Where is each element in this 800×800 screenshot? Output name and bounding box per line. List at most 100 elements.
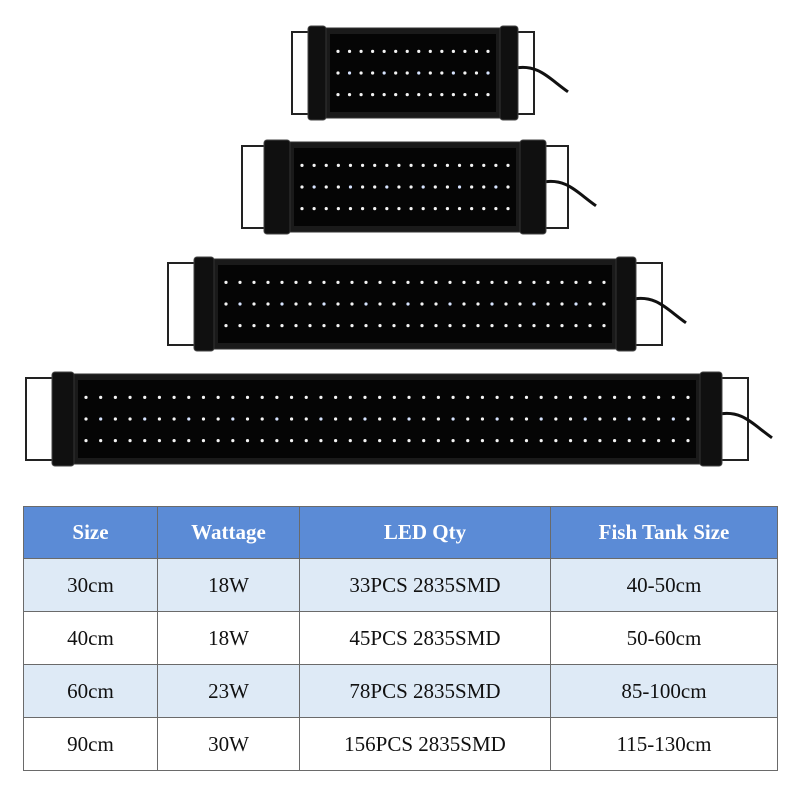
- header-wattage: Wattage: [157, 506, 300, 559]
- led-dot: [360, 207, 365, 211]
- led-dot: [495, 417, 499, 421]
- led-dot: [304, 439, 308, 443]
- led-dot: [407, 395, 411, 399]
- led-dot: [470, 163, 474, 167]
- led-dot: [539, 439, 543, 443]
- led-dot: [99, 439, 103, 443]
- led-dot: [260, 417, 264, 421]
- led-dot: [568, 395, 573, 399]
- led-dot: [407, 439, 411, 443]
- led-dot: [371, 93, 375, 97]
- led-dot: [201, 417, 206, 421]
- led-dot: [495, 395, 499, 399]
- led-dot: [451, 49, 455, 53]
- led-dot: [421, 185, 425, 189]
- led-dot: [494, 185, 498, 189]
- led-dot: [433, 163, 437, 167]
- table-row: 60cm 23W 78PCS 2835SMD 85-100cm: [23, 664, 778, 718]
- cell-tank-size: 40-50cm: [550, 558, 778, 612]
- led-dot: [518, 302, 522, 306]
- cell-wattage: 18W: [157, 558, 300, 612]
- led-dot: [539, 417, 543, 421]
- led-dot: [476, 302, 480, 306]
- led-dot: [546, 302, 550, 306]
- led-dot: [642, 395, 646, 399]
- led-dot: [421, 163, 425, 167]
- led-dot: [480, 417, 485, 421]
- led-dot: [598, 439, 602, 443]
- led-dot: [476, 324, 480, 328]
- led-dot: [470, 207, 474, 211]
- light-bar-40cm: [241, 139, 597, 235]
- led-dot: [231, 417, 235, 421]
- led-dot: [568, 417, 573, 421]
- table-row: 30cm 18W 33PCS 2835SMD 40-50cm: [23, 558, 778, 612]
- led-dot: [612, 439, 617, 443]
- led-dot: [420, 302, 424, 306]
- led-dot: [451, 93, 455, 97]
- cell-led-qty: 156PCS 2835SMD: [299, 717, 551, 771]
- led-dot: [245, 439, 250, 443]
- led-dot: [275, 439, 279, 443]
- led-dot: [524, 417, 529, 421]
- led-dot: [324, 185, 328, 189]
- led-dot: [457, 185, 462, 189]
- led-dot: [417, 93, 421, 97]
- led-dot: [583, 395, 587, 399]
- led-dot: [495, 439, 499, 443]
- led-dot: [392, 280, 396, 284]
- led-dot: [504, 302, 508, 306]
- led-dot: [433, 185, 437, 189]
- led-dot: [448, 324, 452, 328]
- led-dot: [143, 417, 147, 421]
- led-dot: [336, 185, 340, 189]
- led-dot: [84, 395, 88, 399]
- led-dot: [428, 71, 432, 75]
- led-dot: [308, 324, 312, 328]
- led-dot: [397, 163, 401, 167]
- led-dot: [128, 417, 132, 421]
- led-dot: [322, 280, 326, 284]
- led-dot: [518, 280, 522, 284]
- led-dot: [405, 49, 409, 53]
- led-dot: [382, 71, 386, 75]
- led-dot: [378, 280, 382, 284]
- led-dot: [201, 439, 206, 443]
- led-dot: [266, 302, 270, 306]
- led-dot: [612, 395, 617, 399]
- led-dot: [448, 302, 452, 306]
- led-dot: [364, 302, 368, 306]
- led-dot: [627, 417, 631, 421]
- led-dot: [494, 163, 498, 167]
- led-dot: [463, 71, 467, 75]
- led-dot: [436, 439, 440, 443]
- led-dot: [482, 163, 486, 167]
- cell-wattage: 18W: [157, 611, 300, 665]
- led-dot: [143, 395, 147, 399]
- led-dot: [378, 302, 382, 306]
- led-dot: [474, 71, 479, 75]
- led-dot: [308, 280, 312, 284]
- led-dot: [409, 163, 413, 167]
- led-dot: [588, 302, 592, 306]
- led-dot: [99, 395, 103, 399]
- led-dot: [407, 417, 411, 421]
- led-dot: [405, 71, 409, 75]
- led-dot: [348, 207, 353, 211]
- led-dot: [466, 439, 470, 443]
- led-dot: [336, 302, 340, 306]
- led-dot: [409, 185, 413, 189]
- led-dot: [336, 93, 340, 97]
- led-dot: [224, 302, 228, 306]
- led-dot: [224, 324, 228, 328]
- led-dot: [434, 280, 438, 284]
- led-dot: [466, 395, 470, 399]
- led-dot: [539, 395, 543, 399]
- led-dot: [524, 395, 529, 399]
- led-dot: [392, 439, 396, 443]
- led-dot: [363, 439, 367, 443]
- led-dot: [245, 417, 250, 421]
- led-dot: [433, 207, 437, 211]
- led-dot: [434, 302, 438, 306]
- led-dot: [275, 417, 279, 421]
